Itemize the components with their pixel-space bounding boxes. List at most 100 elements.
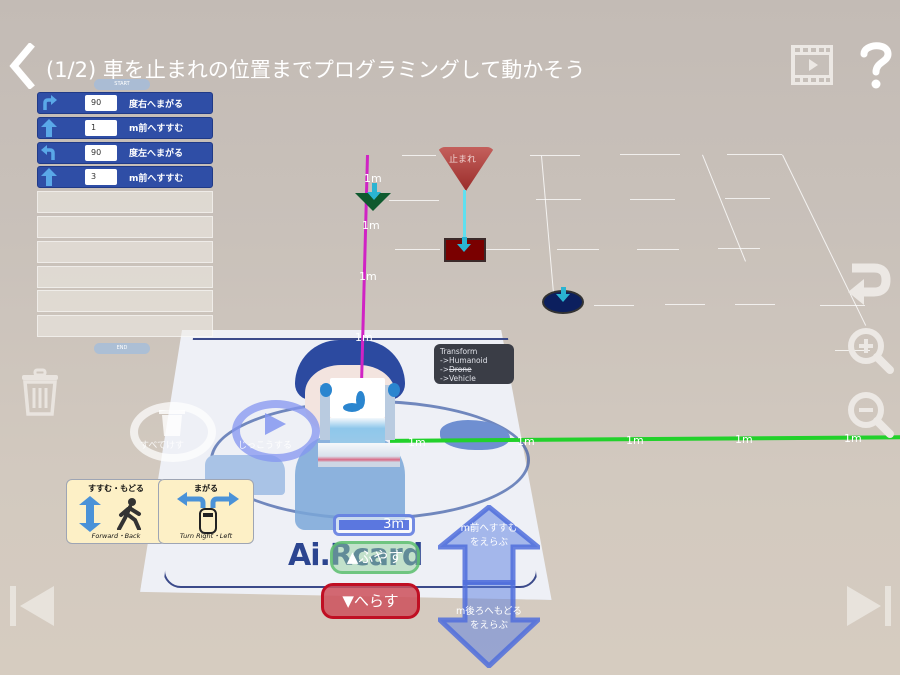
block-label: 度右へまがる — [129, 99, 184, 110]
down-arrow-icon — [367, 192, 381, 200]
increase-button[interactable]: ▲ふやす — [330, 541, 420, 574]
car-top-view-icon — [199, 508, 217, 534]
grid-line — [530, 155, 580, 156]
waypoint-marker — [355, 193, 391, 211]
empty-program-slot[interactable] — [37, 265, 213, 288]
back-chevron-icon[interactable] — [6, 43, 38, 89]
program-block[interactable]: 3 m前へすすむ — [37, 166, 213, 189]
turn-right-arrow-icon — [38, 93, 60, 113]
distance-label: 1m — [364, 172, 382, 185]
clear-all-button[interactable] — [130, 402, 216, 462]
previous-page-icon[interactable] — [8, 586, 56, 626]
distance-label: 1m — [626, 434, 644, 447]
grid-line — [557, 249, 599, 250]
trash-icon[interactable] — [20, 368, 60, 418]
stop-sign-pole — [463, 190, 466, 238]
block-value-input[interactable]: 90 — [85, 95, 117, 111]
run-button[interactable] — [232, 400, 320, 462]
grid-line — [630, 199, 675, 200]
forward-label-line: をえらぶ — [469, 537, 508, 548]
up-arrow-icon — [38, 167, 60, 187]
transform-option: ->Vehicle — [440, 374, 476, 383]
transform-info-box: Transform ->Humanoid ->Drone ->Vehicle — [434, 344, 514, 384]
decrease-button[interactable]: ▼へらす — [321, 583, 420, 619]
program-block[interactable]: 1 m前へすすむ — [37, 116, 213, 139]
distance-label: 1m — [362, 219, 380, 232]
stop-sign-label: 止まれ — [449, 155, 477, 165]
empty-program-slot[interactable] — [37, 290, 213, 313]
distance-display: 3m — [333, 514, 415, 536]
forward-label: m前へすすむ をえらぶ — [438, 522, 540, 550]
program-end-marker: END — [94, 343, 150, 354]
program-block[interactable]: 90 度左へまがる — [37, 141, 213, 164]
up-arrow-icon — [38, 118, 60, 138]
turn-left-arrow-icon — [38, 143, 60, 163]
car-ornament — [356, 391, 365, 409]
block-value-input[interactable]: 3 — [85, 169, 117, 186]
car-bumper — [318, 443, 400, 467]
grid-line — [727, 154, 782, 155]
up-down-arrow-icon — [79, 496, 101, 532]
hint-card-title: すすむ・もどる — [88, 484, 144, 493]
zoom-out-icon[interactable] — [846, 390, 894, 438]
block-value-input[interactable]: 1 — [85, 119, 117, 136]
back-arrow-button[interactable] — [438, 580, 540, 668]
down-arrow-icon — [457, 244, 471, 252]
transform-option: ->Humanoid — [440, 356, 488, 365]
trash-icon — [159, 410, 185, 436]
grid-line — [536, 199, 581, 200]
back-label-line: m後ろへもどる — [455, 606, 523, 617]
undo-arrow-icon[interactable] — [846, 262, 892, 310]
empty-program-slot[interactable] — [37, 215, 213, 238]
down-arrow-icon — [561, 287, 566, 296]
down-arrow-icon — [372, 183, 377, 193]
block-label: 度左へまがる — [129, 149, 184, 160]
video-tutorial-icon[interactable] — [789, 42, 835, 88]
card-plane-illustration — [440, 420, 510, 450]
empty-program-slot[interactable] — [37, 315, 213, 338]
grid-line — [395, 249, 440, 250]
next-page-icon[interactable] — [845, 586, 893, 626]
car-side — [320, 385, 330, 440]
transform-option: ->Drone — [440, 365, 508, 374]
grid-line — [402, 155, 436, 156]
empty-program-slot[interactable] — [37, 240, 213, 263]
distance-bar — [339, 520, 409, 530]
distance-value: 3m — [383, 517, 404, 532]
help-question-icon[interactable] — [858, 40, 894, 90]
distance-label: 1m — [408, 436, 426, 449]
distance-label: 1m — [517, 435, 535, 448]
grid-line — [389, 200, 439, 201]
forward-arrow-button[interactable] — [438, 505, 540, 585]
grid-line — [702, 154, 747, 262]
zoom-in-icon[interactable] — [846, 326, 894, 374]
hint-card-subtitle: Turn Right・Left — [179, 532, 233, 540]
page-title: (1/2) 車を止まれの位置までプログラミングして動かそう — [46, 58, 586, 82]
forward-label-line: m前へすすむ — [460, 523, 518, 534]
program-start-marker: START — [94, 79, 150, 90]
grid-line — [637, 249, 679, 250]
turn-left-right-arrows-icon — [177, 492, 239, 508]
car-windshield — [330, 418, 385, 444]
empty-program-slot[interactable] — [37, 191, 213, 214]
block-label: m前へすすむ — [129, 124, 184, 135]
transform-prefix: -> — [440, 365, 449, 374]
car-light — [388, 383, 400, 397]
grid-line — [541, 155, 555, 296]
block-value-input[interactable]: 90 — [85, 144, 117, 161]
back-label-line: をえらぶ — [469, 620, 508, 631]
hint-card-forward-back: すすむ・もどる Forward・Back — [66, 479, 166, 544]
grid-line — [820, 305, 865, 306]
program-block[interactable]: 90 度右へまがる — [37, 92, 213, 114]
grid-line — [594, 305, 634, 306]
grid-line — [485, 249, 530, 250]
distance-label: 1m — [844, 432, 862, 445]
run-label: じっこうする — [238, 441, 293, 451]
grid-line — [725, 198, 770, 199]
clear-all-label: すべてけす — [140, 441, 185, 451]
play-icon — [265, 413, 286, 435]
hint-card-subtitle: Forward・Back — [91, 532, 141, 540]
transform-option-strike: Drone — [449, 365, 472, 374]
walking-person-icon — [117, 498, 141, 530]
grid-line — [735, 304, 775, 305]
